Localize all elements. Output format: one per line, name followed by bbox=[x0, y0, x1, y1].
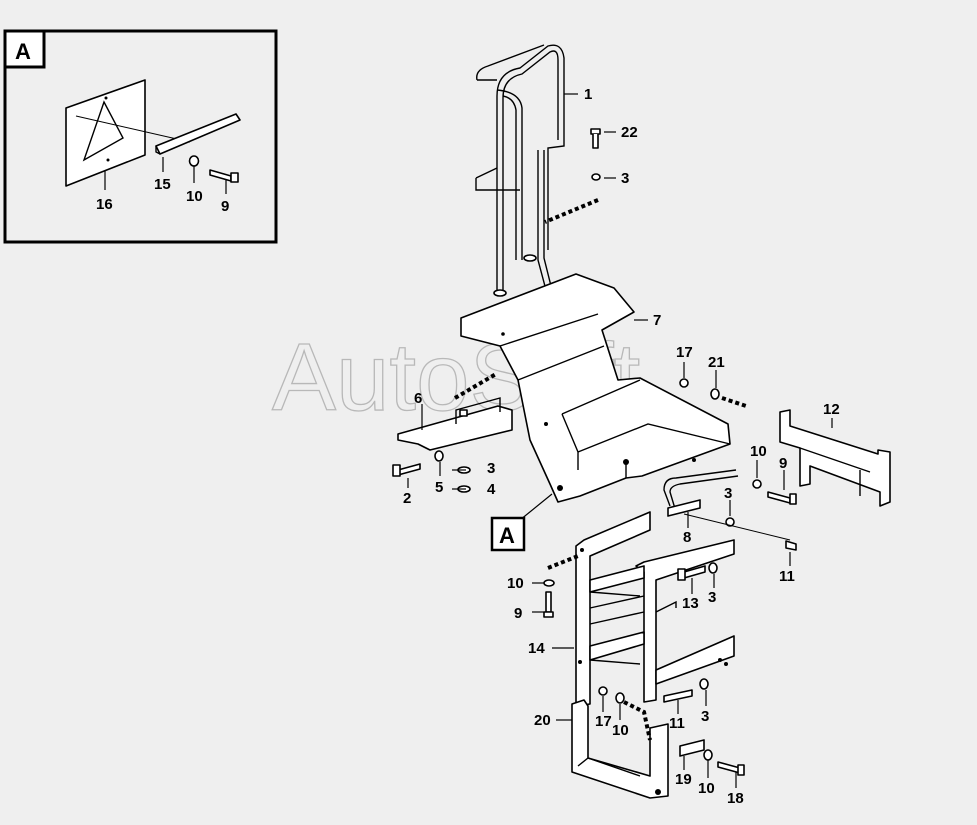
tube-bracket bbox=[663, 469, 797, 551]
callout-3: 3 bbox=[708, 589, 716, 606]
callout-14: 14 bbox=[528, 640, 545, 657]
callout-3: 3 bbox=[701, 708, 709, 725]
callout-9: 9 bbox=[779, 455, 787, 472]
main-assembly: A bbox=[392, 44, 891, 807]
detail-bracket bbox=[155, 113, 241, 155]
callout-17: 17 bbox=[676, 344, 693, 361]
detail-callout-16: 16 bbox=[96, 196, 113, 213]
detail-washer bbox=[188, 155, 200, 167]
callout-a-label: A bbox=[499, 523, 515, 548]
callout-21: 21 bbox=[708, 354, 725, 371]
step-ladder bbox=[547, 511, 735, 707]
callout-3: 3 bbox=[621, 170, 629, 187]
callout-6: 6 bbox=[414, 390, 422, 407]
detail-frame bbox=[3, 29, 278, 244]
detail-label-box bbox=[3, 29, 46, 69]
detail-label: A bbox=[15, 39, 31, 64]
lower-step bbox=[571, 699, 669, 799]
callout-20: 20 bbox=[534, 712, 551, 729]
callout-9: 9 bbox=[514, 605, 522, 622]
detail-callout-10: 10 bbox=[186, 188, 203, 205]
detail-view-a: A 16 15 10 9 bbox=[3, 29, 278, 244]
detail-callout-9: 9 bbox=[221, 198, 229, 215]
callout-22: 22 bbox=[621, 124, 638, 141]
top-bolt bbox=[544, 128, 601, 224]
callout-17: 17 bbox=[595, 713, 612, 730]
right-upper-fasteners bbox=[679, 378, 747, 408]
left-bracket bbox=[397, 397, 513, 451]
detail-screw bbox=[209, 169, 239, 183]
callout-8: 8 bbox=[683, 529, 691, 546]
callout-a-box bbox=[490, 516, 526, 552]
left-lower-fasteners bbox=[543, 579, 555, 618]
callout-labels: 1 22 3 7 17 21 12 6 10 9 3 3 4 2 5 8 11 … bbox=[403, 86, 840, 807]
warning-plate bbox=[65, 79, 191, 187]
right-bracket bbox=[779, 409, 891, 507]
platform bbox=[460, 273, 731, 503]
callout-2: 2 bbox=[403, 490, 411, 507]
detail-callout-15: 15 bbox=[154, 176, 171, 193]
detail-callout-a: A bbox=[490, 493, 553, 552]
callout-10: 10 bbox=[750, 443, 767, 460]
callout-11: 11 bbox=[779, 568, 795, 585]
callout-3: 3 bbox=[724, 485, 732, 502]
bottom-fasteners bbox=[598, 678, 745, 776]
callout-18: 18 bbox=[727, 790, 744, 807]
callout-5: 5 bbox=[435, 479, 443, 496]
callout-19: 19 bbox=[675, 771, 692, 788]
callout-10: 10 bbox=[698, 780, 715, 797]
callout-13: 13 bbox=[682, 595, 699, 612]
ladder-fasteners bbox=[677, 562, 718, 581]
callout-11: 11 bbox=[669, 715, 685, 732]
callout-4: 4 bbox=[487, 481, 496, 498]
callout-7: 7 bbox=[653, 312, 661, 329]
callout-12: 12 bbox=[823, 401, 840, 418]
leader-lines bbox=[407, 93, 833, 788]
callout-10: 10 bbox=[507, 575, 524, 592]
callout-3: 3 bbox=[487, 460, 495, 477]
callout-1: 1 bbox=[584, 86, 592, 103]
callout-10: 10 bbox=[612, 722, 629, 739]
